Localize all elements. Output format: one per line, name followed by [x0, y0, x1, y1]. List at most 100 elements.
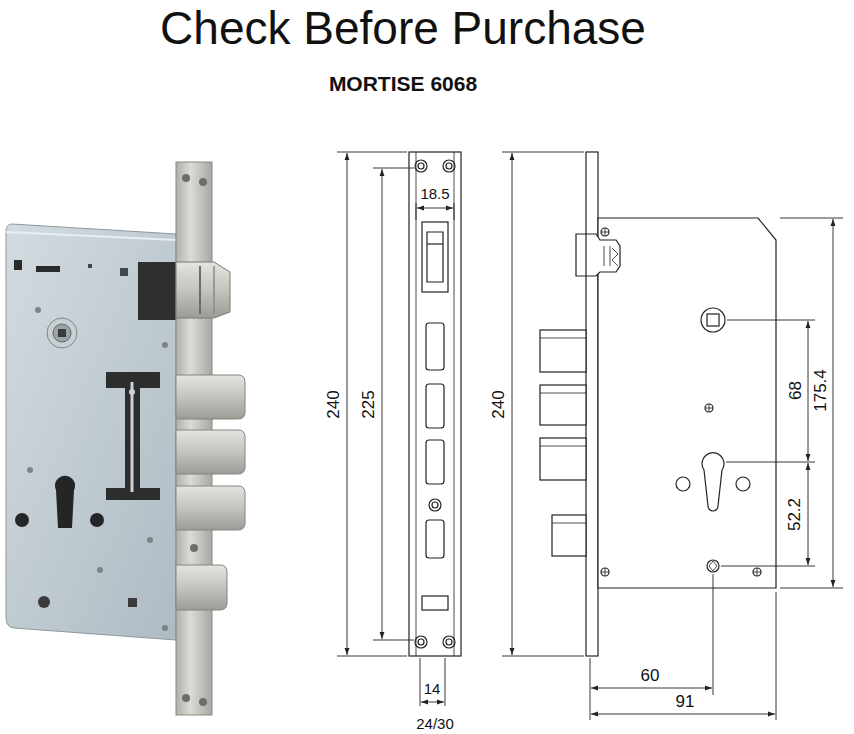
lock-illustration-part — [131, 382, 134, 492]
dimension-lines-part — [590, 658, 591, 720]
dimension-lines-part — [337, 656, 407, 657]
lock-side-view-part — [586, 152, 598, 656]
dimension-lines-part — [445, 658, 446, 706]
lock-illustration-part — [162, 342, 168, 348]
model-name: MORTISE 6068 — [329, 73, 477, 94]
dimension-lines-part — [347, 153, 348, 655]
lock-illustration-part — [199, 266, 201, 314]
dimension-lines-part — [591, 714, 775, 715]
lock-illustration-part — [128, 598, 137, 607]
dimension-lines-part — [373, 640, 414, 641]
dimension-lines-part — [382, 169, 383, 639]
lock-illustration-part — [162, 625, 168, 631]
lock-illustration-part — [182, 694, 190, 702]
faceplate-front-view-part — [443, 636, 455, 648]
lock-side-view-part — [601, 568, 609, 576]
dimension-value: 240 — [490, 390, 507, 418]
faceplate-front-view-part — [446, 639, 452, 645]
dimension-lines-part — [713, 574, 714, 695]
lock-illustration-part — [138, 262, 176, 320]
lock-illustration-part — [176, 565, 227, 610]
faceplate-front-view-part — [427, 232, 443, 282]
lock-side-view-part — [707, 314, 719, 326]
lock-side-view-part — [598, 218, 776, 588]
lock-illustration-part — [190, 544, 198, 552]
lock-illustration-part — [199, 178, 207, 186]
dimension-value: 24/30 — [416, 716, 454, 731]
lock-side-view-part — [585, 234, 586, 276]
lock-illustration-part — [120, 268, 128, 276]
dimension-lines — [337, 152, 843, 720]
dimension-lines-part — [420, 658, 421, 706]
dimension-lines-part — [502, 152, 584, 153]
dimension-lines-part — [808, 321, 809, 461]
faceplate-front-view-part — [454, 152, 455, 656]
lock-side-view-part — [552, 523, 586, 524]
faceplate-front-view — [409, 152, 461, 656]
dimension-lines-part — [512, 153, 513, 655]
faceplate-front-view-part — [446, 163, 452, 169]
lock-illustration-part — [6, 232, 176, 240]
dimension-lines-part — [416, 203, 417, 220]
faceplate-front-view-part — [418, 163, 424, 169]
lock-side-view-part — [552, 515, 586, 556]
dimension-value: 68 — [786, 381, 803, 400]
dimension-lines-part — [417, 208, 453, 209]
dimension-lines-part — [833, 219, 834, 587]
lock-side-view-part — [540, 330, 586, 372]
dimension-value: 225 — [360, 390, 377, 418]
lock-side-view-part — [702, 453, 724, 511]
dimension-value: 14 — [424, 681, 441, 696]
faceplate-front-view-part — [422, 222, 448, 292]
lock-side-view-part — [753, 568, 761, 576]
lock-side-view-part — [540, 438, 586, 480]
dimension-value: 52.2 — [787, 497, 804, 530]
lock-side-view-part — [676, 477, 690, 491]
faceplate-front-view-part — [415, 160, 427, 172]
dimension-lines-part — [502, 656, 584, 657]
dimension-lines-part — [373, 168, 414, 169]
faceplate-front-view-part — [426, 520, 444, 558]
lock-illustration-part — [58, 329, 66, 337]
lock-illustration-part — [176, 430, 245, 474]
lock-side-view-part — [736, 477, 750, 491]
lock-illustration-part — [90, 513, 104, 527]
lock-side-view-part — [601, 228, 609, 236]
lock-side-view-part — [601, 228, 609, 236]
lock-illustration-part — [182, 174, 190, 182]
lock-side-view-part — [705, 404, 713, 412]
dimension-lines-part — [721, 566, 815, 567]
dimension-lines-part — [780, 218, 843, 219]
lock-side-view-part — [540, 393, 586, 394]
lock-illustration-part — [88, 264, 92, 268]
lock-side-view-part — [540, 385, 586, 425]
faceplate-front-view-part — [409, 152, 461, 656]
dimension-lines-part — [421, 702, 444, 703]
lock-side-view-part — [707, 560, 719, 572]
lock-side-view-part — [705, 404, 713, 412]
dimension-lines-part — [454, 203, 455, 220]
faceplate-front-view-part — [426, 384, 444, 428]
dimension-lines-part — [808, 463, 809, 565]
lock-side-view-part — [612, 248, 618, 266]
faceplate-front-view-part — [416, 152, 417, 656]
lock-side-view-part — [753, 568, 761, 576]
lock-side-view-part — [604, 246, 610, 266]
lock-illustration-part — [97, 567, 103, 573]
lock-illustration-part — [199, 698, 207, 706]
faceplate-front-view-part — [432, 502, 438, 508]
page-title: Check Before Purchase — [160, 5, 646, 51]
lock-illustration-part — [147, 537, 153, 543]
lock-side-view-part — [540, 338, 586, 339]
lock-illustration-part — [27, 467, 33, 473]
lock-illustration-part — [6, 224, 176, 640]
faceplate-front-view-part — [415, 636, 427, 648]
lock-side-view-part — [601, 568, 609, 576]
lock-side-view-part — [709, 561, 717, 571]
lock-illustration-part — [129, 389, 135, 395]
faceplate-front-view-part — [426, 440, 444, 484]
lock-side-view-part — [576, 234, 620, 276]
dimension-value: 91 — [676, 693, 695, 710]
